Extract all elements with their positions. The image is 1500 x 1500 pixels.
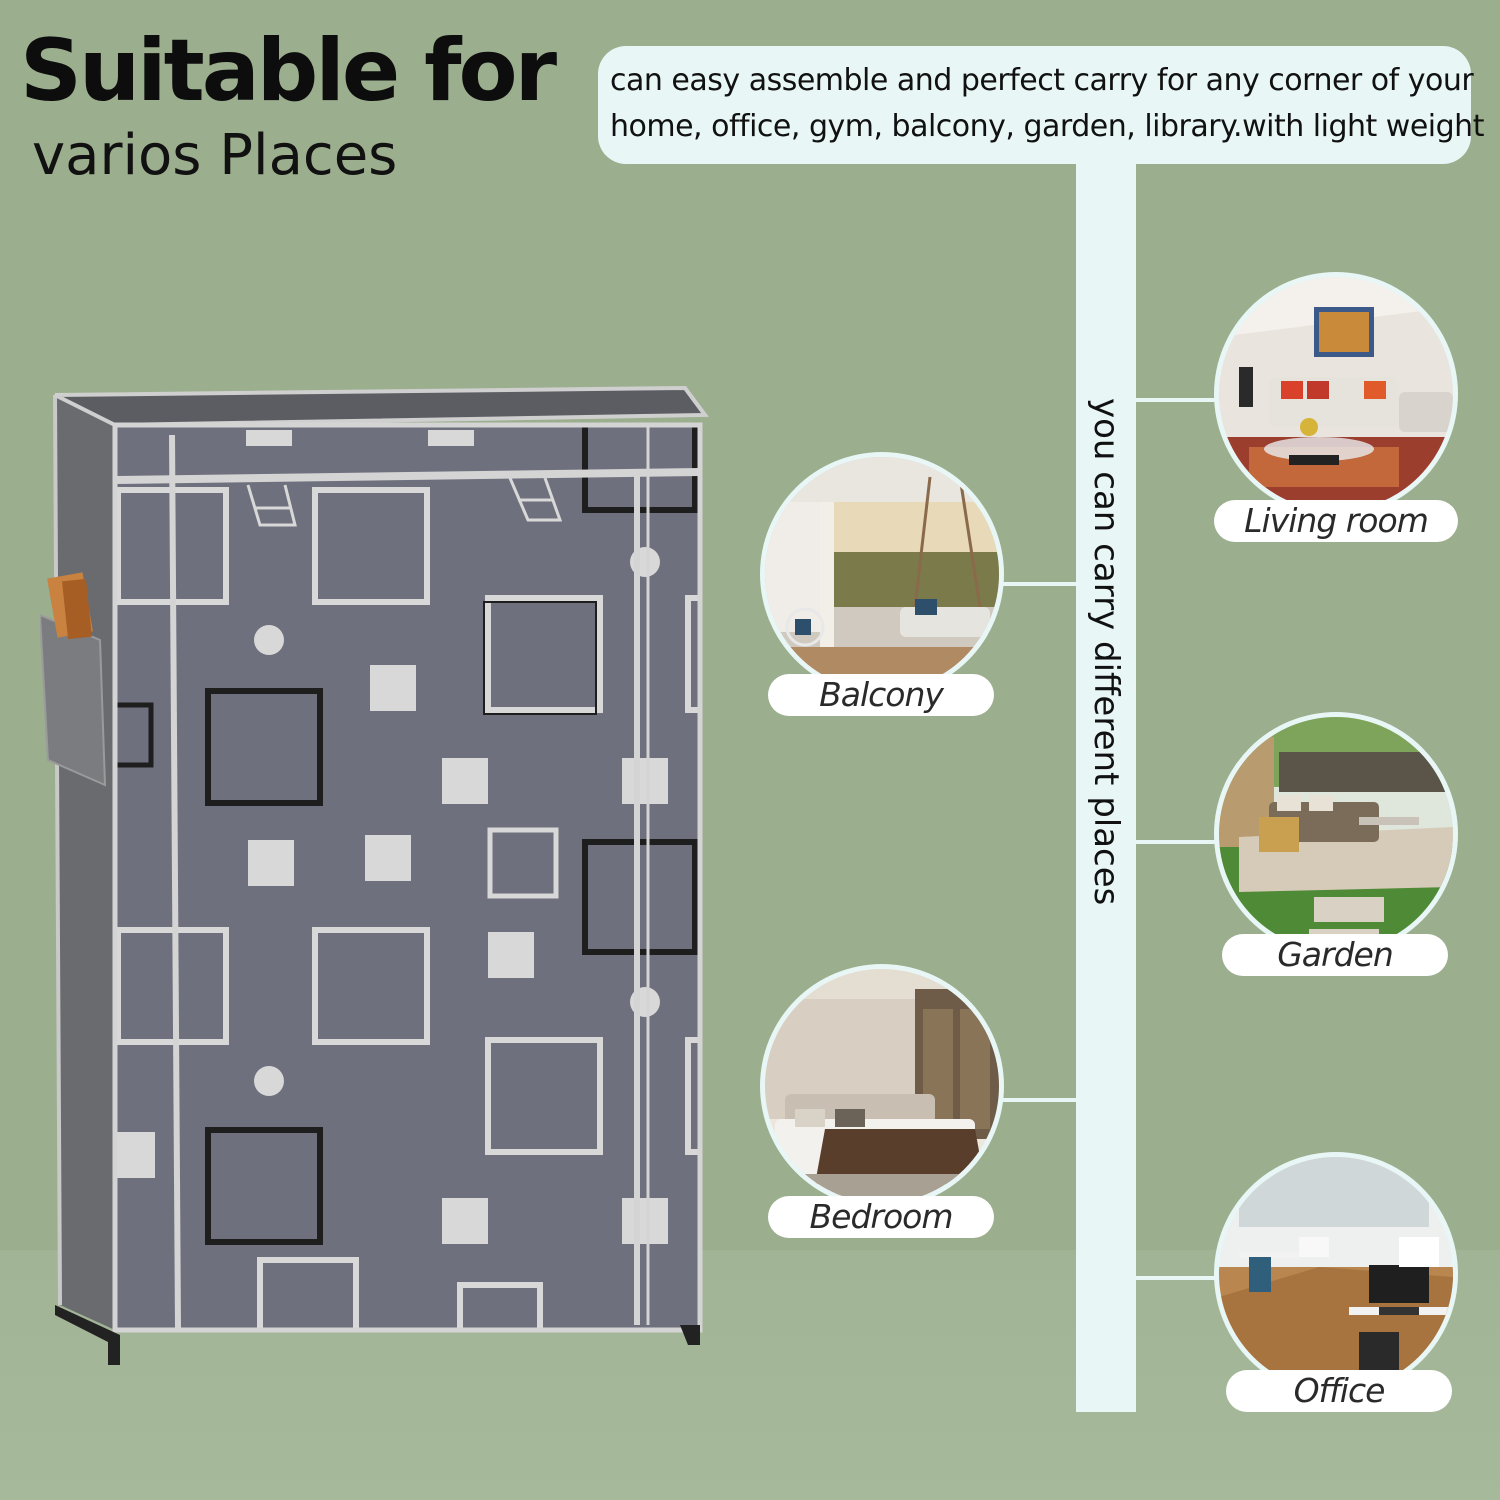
vertical-bar [1076, 160, 1136, 1412]
garden-photo-icon [1219, 717, 1453, 951]
wardrobe-illustration-icon [38, 385, 709, 1365]
description-line-1: can easy assemble and perfect carry for … [610, 63, 1474, 98]
connector-office [1136, 1276, 1220, 1280]
balcony-label: Balcony [768, 674, 994, 716]
living-room-photo [1214, 272, 1458, 516]
bedroom-photo [760, 964, 1004, 1208]
balcony-photo [760, 452, 1004, 696]
bedroom-label: Bedroom [768, 1196, 994, 1238]
garden-label: Garden [1222, 934, 1448, 976]
wardrobe-illustration [38, 380, 720, 1384]
bedroom-photo-icon [765, 969, 999, 1203]
page-subtitle: varios Places [32, 123, 398, 188]
living-room-photo-icon [1219, 277, 1453, 511]
connector-balcony [996, 582, 1076, 586]
connector-living-room [1136, 398, 1220, 402]
description-banner: can easy assemble and perfect carry for … [598, 46, 1484, 164]
living-room-label: Living room [1214, 500, 1458, 542]
connector-bedroom [996, 1098, 1076, 1102]
office-photo-icon [1219, 1157, 1453, 1391]
garden-photo [1214, 712, 1458, 956]
balcony-photo-icon [765, 457, 999, 691]
vertical-caption: you can carry different places [1086, 398, 1126, 906]
connector-garden [1136, 840, 1220, 844]
page-title: Suitable for [20, 21, 557, 121]
description-line-2: home, office, gym, balcony, garden, libr… [610, 109, 1484, 144]
office-label: Office [1226, 1370, 1452, 1412]
office-photo [1214, 1152, 1458, 1396]
